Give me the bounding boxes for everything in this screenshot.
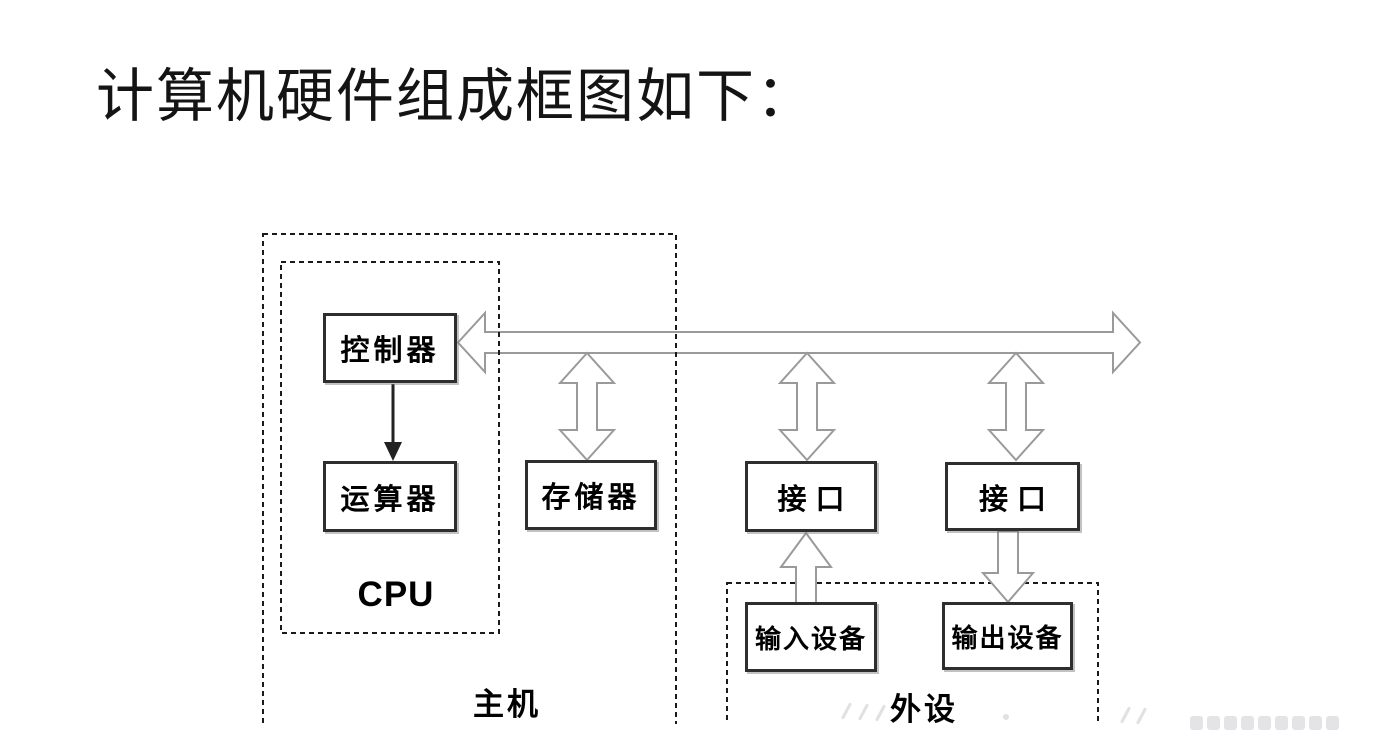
interface-right-label: 接口 <box>978 483 1055 516</box>
watermark-fragment <box>1190 716 1203 730</box>
watermark-fragment <box>1275 716 1288 730</box>
host-group-frame <box>262 233 677 724</box>
alu-label: 运算器 <box>340 483 440 516</box>
peripherals-group-label: 外设 <box>890 692 958 727</box>
memory-box: 存储器 <box>525 460 657 530</box>
watermark-fragment <box>1258 716 1271 730</box>
alu-box: 运算器 <box>323 461 457 532</box>
watermark-fragment <box>1241 716 1254 730</box>
cpu-group-label: CPU <box>357 575 435 614</box>
double-arrow-interface-right <box>986 351 1046 462</box>
arrow-controller-to-alu-head <box>384 442 402 461</box>
input-device-label: 输入设备 <box>754 623 867 654</box>
controller-label: 控制器 <box>340 335 440 367</box>
double-arrow-interface-left <box>777 351 837 462</box>
memory-label: 存储器 <box>541 482 641 514</box>
watermark-fragment <box>1292 716 1305 730</box>
watermark-fragment <box>1003 714 1009 720</box>
watermark-fragment <box>1207 716 1220 730</box>
host-group-label: 主机 <box>473 687 541 722</box>
arrow-interface-to-output <box>980 530 1036 604</box>
watermark-fragment <box>1309 716 1322 730</box>
double-arrow-memory <box>557 351 617 462</box>
watermark-fragment <box>1326 716 1339 730</box>
output-device-label: 输出设备 <box>951 622 1064 653</box>
arrow-input-to-interface <box>779 531 833 605</box>
watermark-fragment <box>1224 716 1237 730</box>
input-device-box: 输入设备 <box>745 602 877 672</box>
output-device-box: 输出设备 <box>942 602 1073 670</box>
cpu-group-frame <box>280 261 500 634</box>
bus-arrow <box>456 310 1142 375</box>
interface-left-box: 接口 <box>745 461 877 532</box>
interface-left-label: 接口 <box>777 483 854 516</box>
page-title: 计算机硬件组成框图如下： <box>96 64 817 129</box>
controller-box: 控制器 <box>323 313 457 383</box>
interface-right-box: 接口 <box>945 462 1080 531</box>
